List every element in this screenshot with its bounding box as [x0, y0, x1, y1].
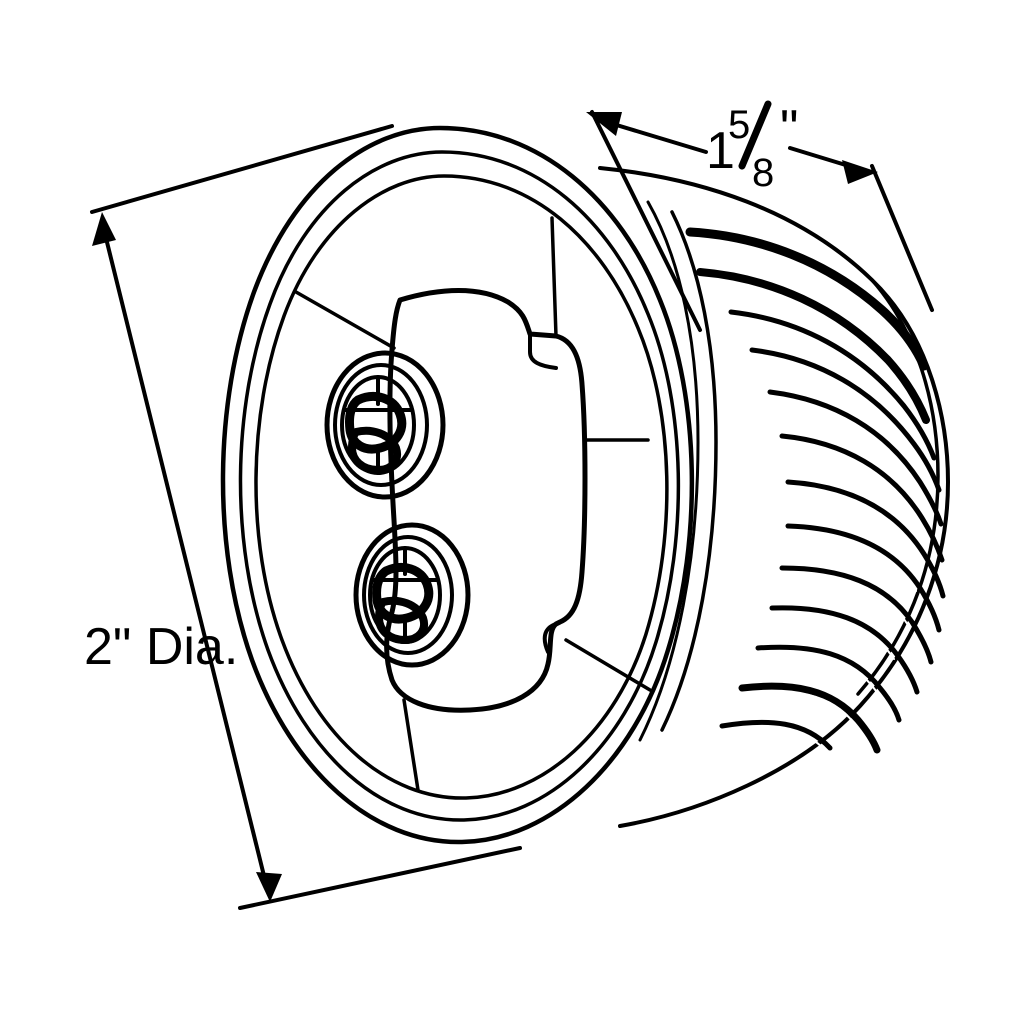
radial-rib-lower-right	[564, 638, 652, 692]
depth-label-denominator: 8	[752, 151, 774, 195]
radial-rib-lower-left	[402, 698, 420, 792]
depth-extension-line-left	[590, 110, 702, 332]
lamp-assembly	[220, 125, 950, 845]
radial-rib-upper-right	[550, 216, 558, 338]
depth-arrowhead-left	[586, 112, 622, 136]
depth-label-quote: "	[780, 100, 798, 158]
dimension-depth	[586, 110, 934, 332]
diameter-arrowhead-top	[92, 212, 116, 246]
depth-extension-line-right	[870, 164, 934, 312]
led-upper	[324, 350, 446, 500]
lens-radial-ribs	[294, 216, 652, 792]
diameter-arrowhead-bottom	[256, 872, 282, 902]
outer-bezel-ring	[220, 125, 695, 845]
fraction-slash-icon	[738, 100, 772, 170]
depth-dimension-label: 1 5 8 "	[706, 100, 798, 195]
depth-arrowhead-right	[842, 160, 878, 184]
lens-face	[254, 174, 669, 800]
fin-root-arc-inner	[638, 200, 700, 742]
depth-label-numerator: 5	[728, 103, 750, 147]
diameter-dimension-line	[100, 220, 270, 894]
diameter-extension-line-top	[90, 124, 394, 214]
dimension-diameter	[90, 124, 522, 910]
radial-rib-upper-left	[294, 290, 396, 350]
heat-sink-fins	[685, 227, 946, 754]
fin-root-arc	[660, 210, 718, 732]
diameter-extension-line-bottom	[238, 846, 522, 910]
diameter-dimension-label: 2" Dia.	[84, 618, 238, 676]
depth-label-whole: 1	[706, 122, 735, 180]
inner-bezel-ring	[238, 150, 681, 822]
led-lower	[353, 522, 471, 668]
